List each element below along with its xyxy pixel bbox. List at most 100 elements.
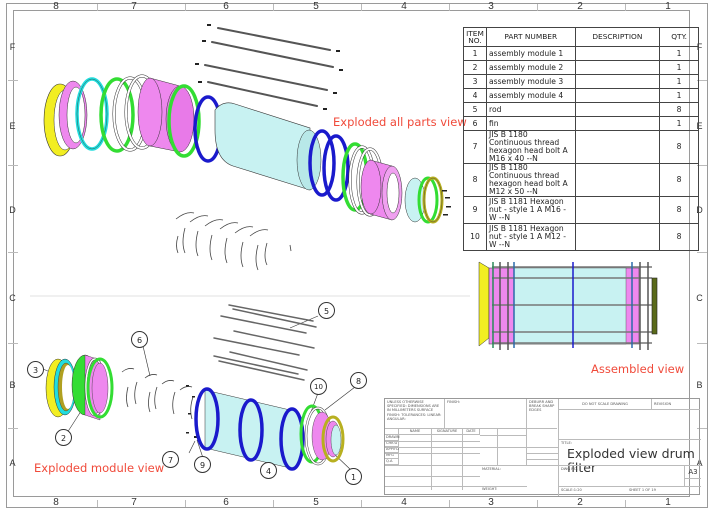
zone-left-D: D bbox=[9, 205, 16, 215]
bom-qty: 8 bbox=[659, 163, 699, 197]
module4-flange bbox=[279, 407, 305, 471]
rod bbox=[211, 41, 334, 68]
flange-blue bbox=[322, 134, 350, 202]
tb-do-not-scale: DO NOT SCALE DRAWING bbox=[559, 399, 652, 410]
zone-left-C: C bbox=[9, 293, 16, 303]
bom-item-no: 8 bbox=[463, 163, 487, 197]
rod bbox=[207, 81, 318, 107]
bom-part-number: assembly module 1 bbox=[485, 46, 576, 61]
tb-grid-row bbox=[480, 447, 527, 450]
module4-flange bbox=[238, 398, 264, 462]
bom-part-number: assembly module 3 bbox=[485, 74, 576, 89]
assembled-end-ring bbox=[651, 277, 658, 335]
rod-nuts bbox=[195, 24, 343, 110]
balloon-6: 6 bbox=[131, 331, 148, 348]
zone-bottom-6: 6 bbox=[223, 497, 229, 508]
bom-header-description: DESCRIPTION bbox=[574, 27, 661, 47]
module4-flange bbox=[194, 387, 220, 451]
bom-part-number: JIS B 1180 Continuous thread hexagon hea… bbox=[485, 130, 576, 164]
tb-date-header: DATE bbox=[463, 429, 480, 435]
tb-blank bbox=[527, 399, 557, 429]
tb-appvd: APPV'D bbox=[385, 447, 400, 453]
bom-qty: 1 bbox=[659, 74, 699, 89]
assembled-view bbox=[478, 261, 658, 350]
zone-top-2: 2 bbox=[577, 1, 583, 12]
zone-right-C: C bbox=[696, 293, 703, 303]
balloon-10: 10 bbox=[310, 378, 327, 395]
bom-item-no: 9 bbox=[463, 196, 487, 224]
tb-revision: REVISION bbox=[652, 399, 700, 410]
drawing-frame bbox=[13, 10, 690, 497]
tb-grid-col bbox=[432, 435, 463, 490]
bom-qty: 8 bbox=[659, 196, 699, 224]
zone-top-8: 8 bbox=[53, 1, 59, 12]
bom-item-no: 3 bbox=[463, 74, 487, 89]
bom-description bbox=[574, 130, 661, 164]
bom-item-no: 1 bbox=[463, 46, 487, 61]
bom-item-no: 6 bbox=[463, 116, 487, 131]
bom-part-number: JIS B 1181 Hexagon nut - style 1 A M16 -… bbox=[485, 196, 576, 224]
balloon-5: 5 bbox=[318, 302, 335, 319]
nut bbox=[339, 69, 343, 71]
tb-grid-row bbox=[385, 447, 480, 450]
balloon-1: 1 bbox=[345, 468, 362, 485]
balloon-4: 4 bbox=[260, 462, 277, 479]
module-fins bbox=[121, 368, 194, 420]
tb-grid-row bbox=[385, 453, 480, 456]
tb-grid-row bbox=[385, 486, 527, 489]
nut bbox=[202, 40, 206, 42]
tb-title-label: TITLE: bbox=[561, 441, 572, 445]
zone-top-4: 4 bbox=[401, 1, 407, 12]
tb-mfg: MFG bbox=[385, 453, 399, 459]
module-rods bbox=[213, 304, 317, 381]
bom-part-number: JIS B 1181 Hexagon nut - style 1 A M12 -… bbox=[485, 223, 576, 251]
bom-item-no: 10 bbox=[463, 223, 487, 251]
balloon-9: 9 bbox=[194, 456, 211, 473]
nut bbox=[207, 24, 211, 26]
bom-qty: 1 bbox=[659, 88, 699, 103]
tb-scale: SCALE:1:20 bbox=[559, 486, 627, 496]
balloon-8: 8 bbox=[350, 372, 367, 389]
tb-grid-row bbox=[385, 476, 480, 479]
tb-chkd: CHK'D bbox=[385, 441, 399, 447]
tb-deburr: DEBURR AND BREAK SHARP EDGES bbox=[527, 399, 559, 440]
zone-left-F: F bbox=[9, 42, 16, 52]
drum-cylinder bbox=[214, 102, 311, 191]
zone-bottom-5: 5 bbox=[313, 497, 319, 508]
ring-green bbox=[167, 84, 201, 158]
nut bbox=[195, 63, 199, 65]
zone-left-B: B bbox=[9, 380, 16, 390]
zone-bottom-3: 3 bbox=[488, 497, 494, 508]
label-assembled-view: Assembled view bbox=[591, 362, 685, 376]
zone-top-7: 7 bbox=[131, 1, 137, 12]
tb-grid-row bbox=[480, 435, 527, 438]
zone-top-5: 5 bbox=[313, 1, 319, 12]
zone-left-A: A bbox=[9, 458, 16, 468]
rod bbox=[217, 27, 331, 51]
bom-qty: 8 bbox=[659, 223, 699, 251]
tb-weight: WEIGHT: bbox=[480, 486, 559, 496]
tb-grid-col bbox=[399, 435, 432, 490]
bom-header-part-number: PART NUMBER bbox=[485, 27, 576, 47]
label-exploded-all-parts-view: Exploded all parts view bbox=[333, 115, 467, 129]
zone-top-1: 1 bbox=[665, 1, 671, 12]
bom-part-number: assembly module 2 bbox=[485, 60, 576, 75]
zone-bottom-4: 4 bbox=[401, 497, 407, 508]
tb-grid-row bbox=[385, 441, 480, 444]
bom-item-no: 4 bbox=[463, 88, 487, 103]
bom-description bbox=[574, 223, 661, 251]
tb-sheet-size: A3 bbox=[685, 465, 701, 479]
tb-drawn: DRAWN bbox=[385, 435, 400, 441]
balloon-7: 7 bbox=[162, 451, 179, 468]
